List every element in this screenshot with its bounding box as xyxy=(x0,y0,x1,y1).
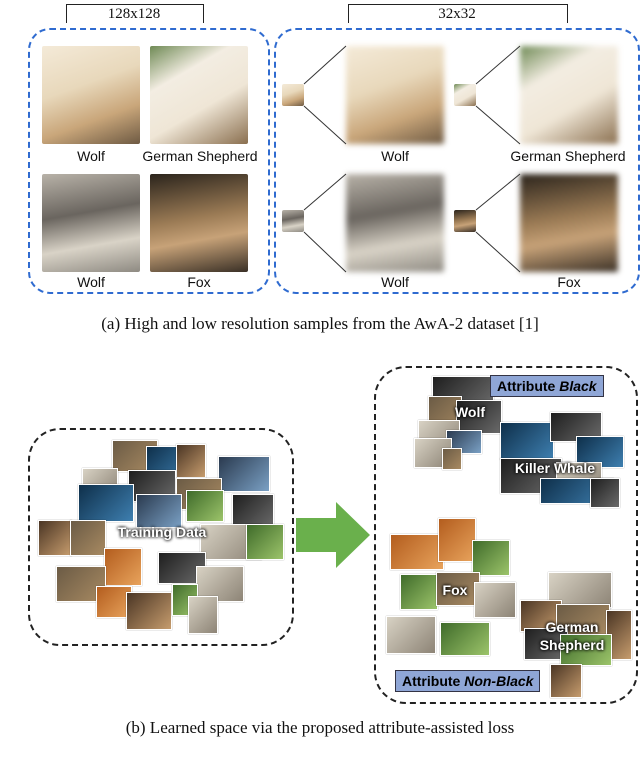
training-data-label: Training Data xyxy=(117,524,207,540)
training-tile xyxy=(186,490,224,522)
nonblack-tile xyxy=(560,634,612,666)
hr-wolf-photo xyxy=(42,46,140,144)
nonblack-tile xyxy=(400,574,438,610)
attribute-nonblack-box: Attribute Non-Black xyxy=(395,670,541,692)
attr-black-em: Black xyxy=(559,378,597,394)
lr-fox-thumb xyxy=(454,210,476,232)
lr-label-wolf-2: Wolf xyxy=(381,274,409,290)
hr-label-fox: Fox xyxy=(187,274,211,290)
bracket-32 xyxy=(348,4,568,23)
training-tile xyxy=(104,548,142,586)
training-tile xyxy=(188,596,218,634)
hr-shepherd-photo xyxy=(150,46,248,144)
nonblack-tile xyxy=(386,616,436,654)
lr-wolf-thumb xyxy=(282,84,304,106)
nonblack-tile xyxy=(436,572,480,606)
training-tile xyxy=(176,444,206,478)
nonblack-tile xyxy=(550,664,582,698)
class-label-fox: Fox xyxy=(442,582,468,598)
training-cluster xyxy=(28,428,294,646)
arrow-icon xyxy=(296,502,370,568)
lr-panel xyxy=(274,28,640,294)
training-tile xyxy=(70,520,106,556)
lr-wolf-upscaled xyxy=(346,46,444,144)
training-tile xyxy=(78,484,134,522)
lr-label-fox: Fox xyxy=(557,274,581,290)
zoom-lines xyxy=(303,45,521,273)
res-label-32: 32x32 xyxy=(438,6,476,22)
lr-shepherd-thumb xyxy=(454,84,476,106)
hr-label-shepherd: German Shepherd xyxy=(142,148,258,164)
class-label-wolf: Wolf xyxy=(454,404,486,420)
nonblack-tile xyxy=(440,622,490,656)
nonblack-tile xyxy=(438,518,476,562)
training-tile xyxy=(126,592,172,630)
training-tile xyxy=(232,494,274,528)
class-label-killer-whale: Killer Whale xyxy=(514,460,596,476)
lr-label-wolf: Wolf xyxy=(381,148,409,164)
lr-label-shepherd: German Shepherd xyxy=(510,148,626,164)
black-tile xyxy=(456,400,502,434)
caption-a: (a) High and low resolution samples from… xyxy=(101,314,539,333)
lr-grey-upscaled xyxy=(346,174,444,272)
hr-panel xyxy=(28,28,270,294)
bracket-128 xyxy=(66,4,204,23)
attr-nonblack-em: Non-Black xyxy=(464,673,534,689)
training-tile xyxy=(246,524,284,560)
training-tile xyxy=(136,494,182,528)
lr-grey-thumb xyxy=(282,210,304,232)
hr-grey-wolf-photo xyxy=(42,174,140,272)
caption-b: (b) Learned space via the proposed attri… xyxy=(125,718,515,737)
lr-fox-upscaled xyxy=(520,174,618,272)
attr-nonblack-prefix: Attribute xyxy=(402,673,465,689)
res-label-128: 128x128 xyxy=(107,6,161,22)
nonblack-tile xyxy=(474,582,516,618)
black-tile xyxy=(500,422,554,460)
attr-black-prefix: Attribute xyxy=(497,378,560,394)
nonblack-tile xyxy=(390,534,444,570)
lr-shepherd-upscaled xyxy=(520,46,618,144)
black-tile xyxy=(590,478,620,508)
black-tile xyxy=(442,448,462,470)
attribute-black-box: Attribute Black xyxy=(490,375,604,397)
nonblack-tile xyxy=(472,540,510,576)
hr-label-wolf: Wolf xyxy=(77,148,105,164)
hr-label-wolf-2: Wolf xyxy=(77,274,105,290)
training-tile xyxy=(38,520,72,556)
learned-cluster xyxy=(374,366,638,704)
class-label-german-shepherd: German Shepherd xyxy=(539,619,605,653)
hr-fox-photo xyxy=(150,174,248,272)
training-tile xyxy=(218,456,270,492)
